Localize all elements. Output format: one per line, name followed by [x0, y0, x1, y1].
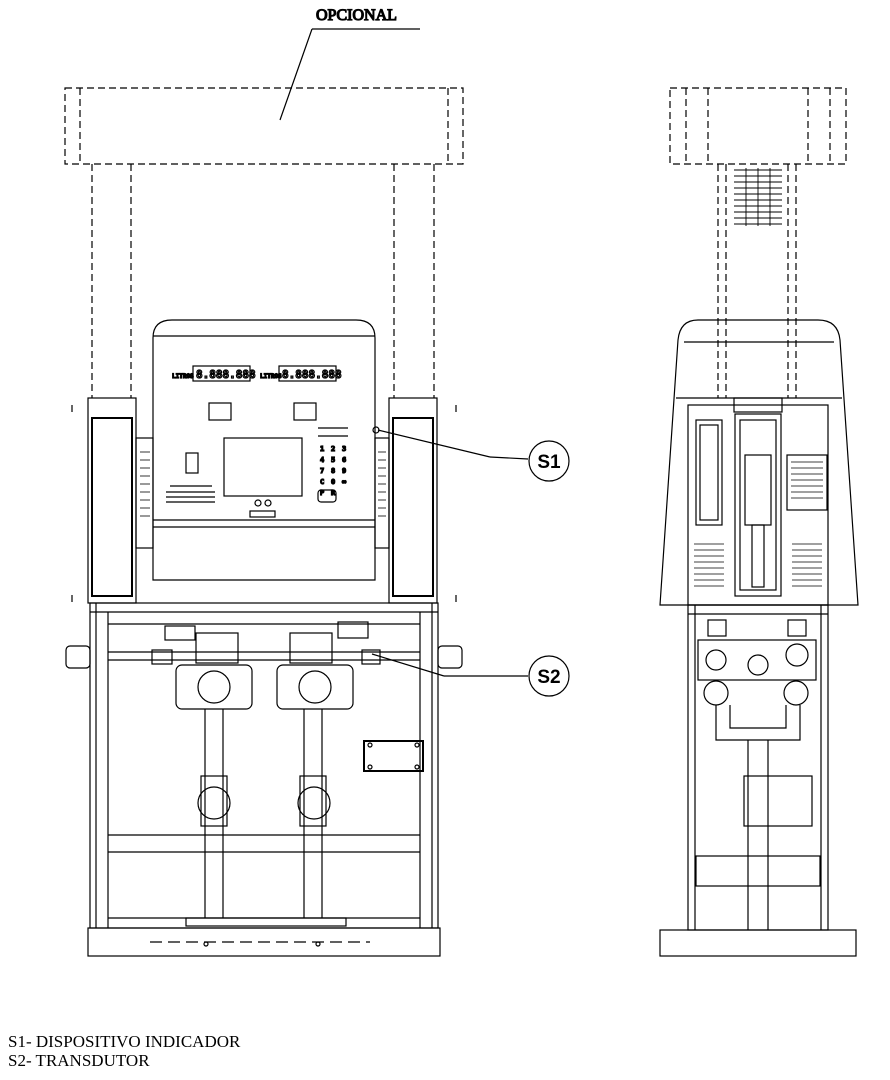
side-canopy-optional — [669, 87, 847, 398]
key-inf: ∞ — [342, 478, 346, 486]
side-body — [659, 319, 859, 606]
key-8: 8 — [331, 467, 335, 475]
front-side-columns — [87, 397, 438, 604]
key-4: 4 — [320, 456, 324, 464]
front-canopy-optional — [64, 87, 464, 605]
legend: S1- DISPOSITIVO INDICADOR S2- TRANSDUTOR — [8, 1032, 240, 1070]
callout-s1-label: S1 — [537, 452, 561, 473]
key-0: 0 — [331, 478, 335, 486]
legend-item-s1: S1- DISPOSITIVO INDICADOR — [8, 1032, 241, 1051]
key-2: 2 — [331, 445, 335, 453]
key-7: 7 — [320, 467, 324, 475]
front-head: LITROS 8.888.888 LITROS 8.888.888 1 — [152, 319, 380, 581]
callout-s2 — [371, 653, 570, 697]
key-p: P — [320, 489, 324, 497]
callout-s2-label: S2 — [537, 667, 560, 688]
callout-s1 — [377, 429, 570, 482]
key-9: 9 — [342, 467, 346, 475]
key-c: C — [320, 478, 324, 486]
legend-item-s2: S2- TRANSDUTOR — [8, 1051, 150, 1070]
display-caption-right: LITROS — [260, 373, 282, 380]
key-6: 6 — [342, 456, 346, 464]
key-1: 1 — [320, 445, 324, 453]
optional-label: OPCIONAL — [316, 7, 397, 24]
key-r: R — [331, 489, 336, 497]
front-lower-cabinet — [65, 602, 463, 957]
display-caption-left: LITROS — [172, 373, 194, 380]
key-3: 3 — [342, 445, 346, 453]
side-lower-cabinet — [659, 604, 857, 957]
display-value-right: 8.888.888 — [282, 368, 342, 381]
side-canopy-louvers — [734, 168, 782, 226]
display-value-left: 8.888.888 — [196, 368, 256, 381]
key-5: 5 — [331, 456, 335, 464]
